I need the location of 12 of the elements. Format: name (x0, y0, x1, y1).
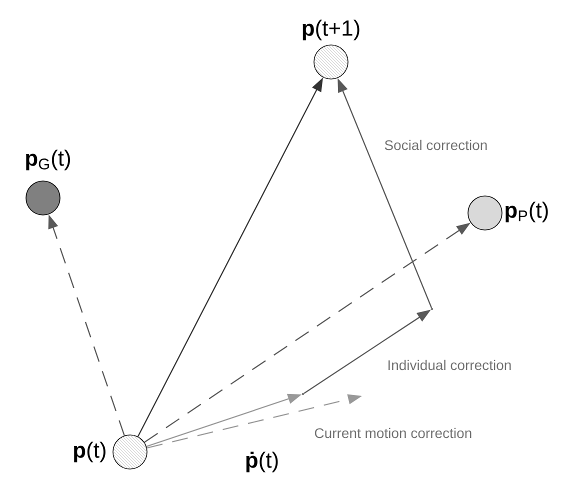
point-circle (314, 44, 348, 80)
point-label: p$_{G}$(t) (26, 150, 70, 170)
vector-label: ṗ(t) (246, 452, 278, 472)
edge-label: Current motion correction (313, 426, 474, 440)
point-circle (112, 434, 148, 470)
point-label: p(t) (74, 442, 106, 462)
point-circle (468, 196, 502, 230)
edge-label: Social correction (383, 138, 489, 152)
point-circle (26, 180, 60, 216)
point-label: p(t+1) (302, 20, 360, 40)
point-label: p$_{P}$(t) (506, 202, 548, 222)
edge-label: Individual correction (386, 358, 513, 372)
